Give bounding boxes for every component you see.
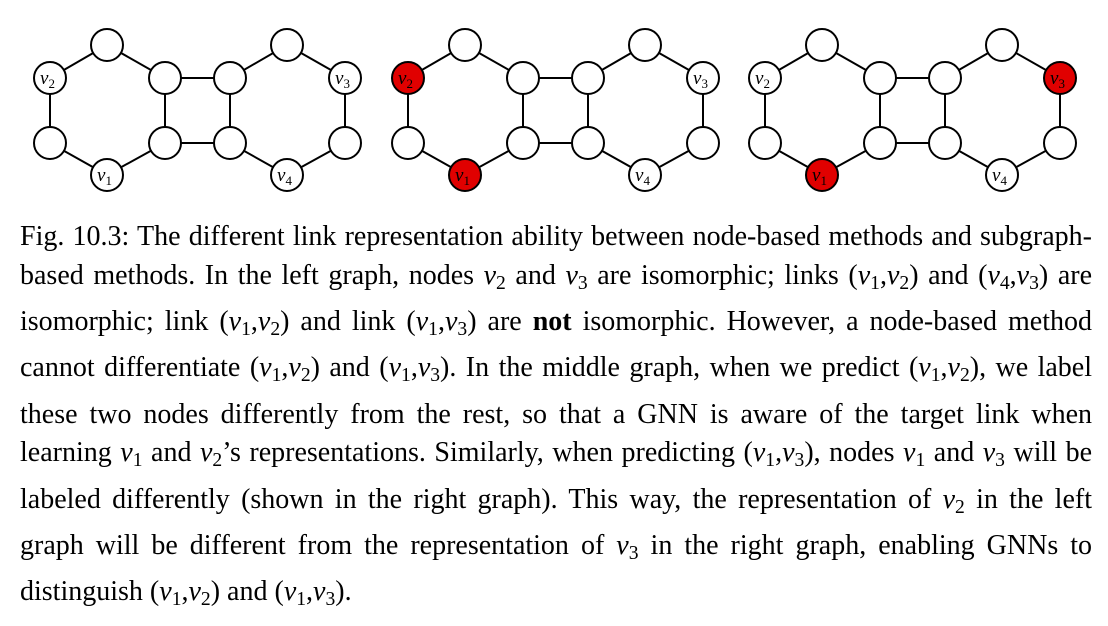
node-label-v3: v3 (335, 68, 350, 91)
graph-node (328, 126, 362, 160)
graph-node-v3 (686, 61, 720, 95)
graph-node-v4 (628, 158, 662, 192)
caption-text: isomorphic. However, a node-based method… (20, 305, 1092, 384)
graph-node (686, 126, 720, 160)
graph-node (148, 61, 182, 95)
graph-right: v2 v1 v3 v4 (748, 28, 1077, 192)
math-v1: v1 (903, 437, 926, 472)
caption-text: and (319, 352, 380, 384)
graph-node-v4 (985, 158, 1019, 192)
caption-emphasis-not: not (532, 305, 572, 337)
graph-node-v2 (391, 61, 425, 95)
graph-node-v3 (1043, 61, 1077, 95)
graph-node (748, 126, 782, 160)
caption-text: and (918, 259, 979, 291)
caption-text: in the right graph, enabling GNNs to dis… (20, 529, 1093, 608)
graph-node (90, 28, 124, 62)
graph-node (148, 126, 182, 160)
node-label-v1: v1 (812, 165, 827, 188)
graph-node (863, 126, 897, 160)
graph-node (448, 28, 482, 62)
math-link-v1-v2: (v1,v2) (219, 305, 290, 340)
node-label-v1: v1 (97, 165, 112, 188)
caption-text: in the left graph will be different from… (20, 483, 1092, 561)
math-v2: v2 (942, 483, 965, 518)
node-label-v4: v4 (635, 165, 650, 188)
graph-left: v2 v1 v3 v4 (33, 28, 362, 192)
figure-caption: Fig. 10.3: The different link representa… (20, 218, 1092, 620)
math-link-v1-v2: (v1,v2) (908, 352, 980, 387)
graph-node (985, 28, 1019, 62)
caption-text: and (142, 437, 200, 469)
graph-node-v4 (270, 158, 304, 192)
graph-node (571, 61, 605, 95)
caption-text: are (476, 305, 533, 337)
figure-graphs: v2 v1 v3 v4 v2 v1 v3 v4 v2 v1 v3 v4 (33, 28, 1077, 192)
node-label-v4: v4 (277, 165, 292, 188)
graph-node-v3 (328, 61, 362, 95)
caption-text: . (344, 576, 352, 608)
node-label-v3: v3 (1050, 68, 1065, 91)
graph-node (213, 61, 247, 95)
math-link-v4-v3: (v4,v3) (978, 259, 1049, 294)
graph-node (1043, 126, 1077, 160)
math-v3: v3 (565, 259, 588, 294)
caption-text: and (505, 259, 566, 291)
graph-node (270, 28, 304, 62)
caption-text: and link (289, 305, 407, 337)
node-label-v4: v4 (992, 165, 1007, 188)
figure-label: Fig. 10.3: (20, 221, 130, 252)
caption-text: will be labeled differently (shown in th… (20, 437, 1092, 515)
math-link-v1-v3: (v1,v3) (379, 352, 450, 387)
node-label-v1: v1 (455, 165, 470, 188)
graph-node-v1 (90, 158, 124, 192)
graph-node (33, 126, 67, 160)
graph-node (506, 61, 540, 95)
math-v3: v3 (616, 529, 639, 564)
caption-text: and (925, 437, 983, 469)
caption-text: and (220, 576, 275, 608)
graph-node-v1 (805, 158, 839, 192)
graph-middle: v2 v1 v3 v4 (391, 28, 720, 192)
node-label-v2: v2 (40, 68, 55, 91)
math-link-v1-v2: (v1,v2) (149, 576, 221, 611)
graph-node (506, 126, 540, 160)
graph-node (928, 126, 962, 160)
graph-node (571, 126, 605, 160)
graph-node (928, 61, 962, 95)
caption-text: The different link representation abilit… (20, 221, 1093, 291)
caption-text: . In the middle graph, when we predict (449, 352, 909, 384)
graph-node-v2 (33, 61, 67, 95)
math-link-v1-v3: (v1,v3) (743, 437, 814, 472)
math-v3: v3 (982, 437, 1005, 472)
graph-node-v2 (748, 61, 782, 95)
math-link-v1-v3: (v1,v3) (406, 305, 477, 340)
math-v1: v1 (120, 437, 143, 472)
graph-node (805, 28, 839, 62)
node-label-v2: v2 (755, 68, 770, 91)
node-label-v3: v3 (693, 68, 708, 91)
graph-node-v1 (448, 158, 482, 192)
graph-node (213, 126, 247, 160)
graph-node (628, 28, 662, 62)
caption-text: ’s representations. Similarly, when pred… (222, 437, 744, 469)
node-label-v2: v2 (398, 68, 413, 91)
graph-node (863, 61, 897, 95)
math-v2: v2 (199, 437, 223, 472)
math-link-v1-v2: (v1,v2) (848, 259, 919, 294)
graph-node (391, 126, 425, 160)
caption-text: are isomorphic; links (587, 259, 849, 291)
math-link-v1-v3: (v1,v3) (274, 576, 345, 611)
math-link-v1-v2: (v1,v2) (249, 352, 320, 387)
caption-text: are isomorphic; link (20, 259, 1092, 337)
caption-text: , we label these two nodes differently f… (20, 352, 1093, 469)
math-v2: v2 (483, 259, 506, 294)
caption-text: , nodes (813, 437, 904, 469)
